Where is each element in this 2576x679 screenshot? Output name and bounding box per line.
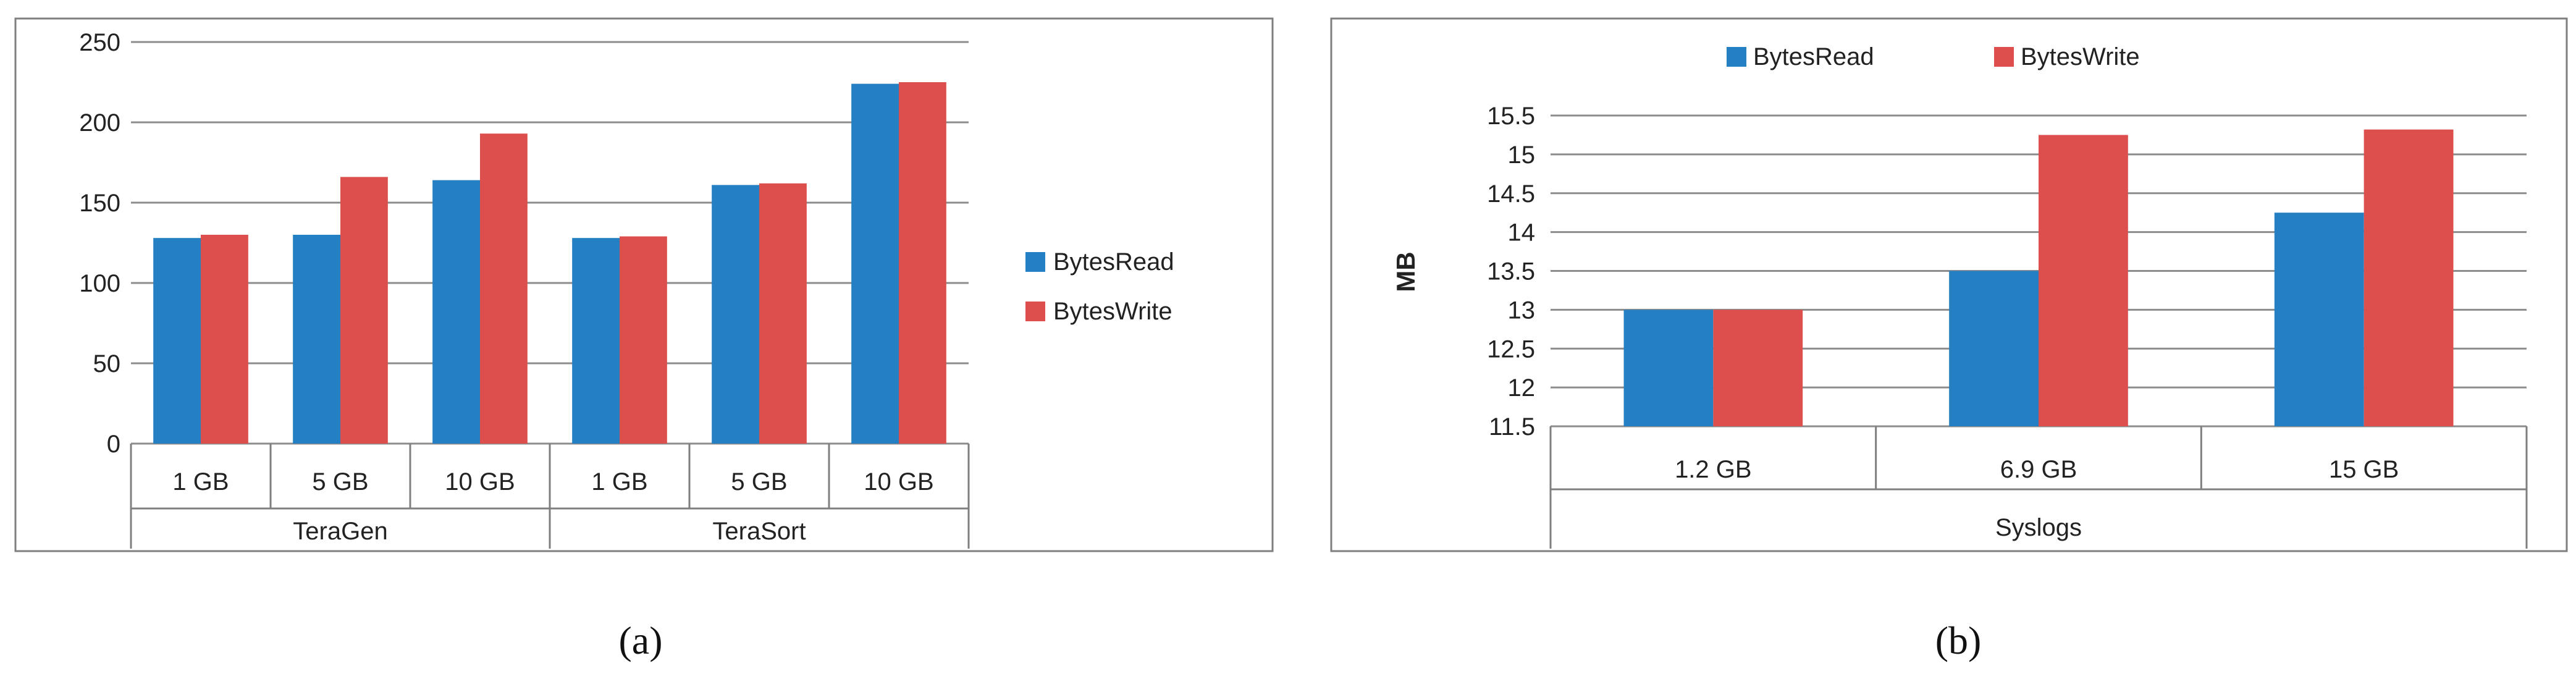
y-tick-label: 15.5 (1487, 103, 1535, 130)
chart-a-caption: (a) (618, 618, 662, 662)
x-tick-label: 10 GB (445, 468, 515, 496)
bar-byteswrite-2 (2039, 135, 2128, 426)
y-tick-label: 14 (1508, 219, 1536, 247)
bar-bytesread-5 (712, 185, 759, 444)
chart-b-y-axis-label: MB (1391, 251, 1420, 292)
x-tick-label: 1.2 GB (1675, 456, 1752, 483)
bar-byteswrite-3 (480, 133, 528, 444)
x-tick-label: 10 GB (864, 468, 933, 496)
group-label: Syslogs (1995, 514, 2082, 541)
chart-b-bars (1623, 129, 2454, 426)
x-tick-label: 1 GB (591, 468, 647, 496)
bar-bytesread-2 (293, 235, 340, 444)
y-tick-label: 100 (79, 270, 120, 297)
chart-a-legend-label-bytes-write: BytesWrite (1053, 298, 1172, 325)
y-tick-label: 200 (79, 109, 120, 137)
bar-bytesread-4 (572, 238, 620, 444)
chart-a-legend-swatch-bytes-read (1025, 252, 1045, 272)
chart-b-legend-label-bytes-write: BytesWrite (2021, 43, 2140, 70)
group-label: TeraGen (293, 518, 387, 545)
y-tick-label: 11.5 (1489, 413, 1535, 441)
bar-bytesread-2 (1949, 271, 2039, 426)
chart-a-legend: BytesRead BytesWrite (1025, 248, 1174, 325)
y-tick-label: 250 (79, 29, 120, 56)
bar-bytesread-6 (851, 83, 899, 444)
bar-byteswrite-1 (1713, 310, 1803, 426)
chart-a-category-axis: 1 GB 5 GB 10 GB TeraGen 1 GB 5 GB 10 GB TeraSor… (130, 444, 970, 549)
bar-byteswrite-6 (899, 82, 946, 444)
chart-a-legend-label-bytes-read: BytesRead (1053, 248, 1174, 276)
chart-b: BytesRead BytesWrite 11.51212.51313.5141… (1330, 17, 2568, 552)
chart-b-legend-label-bytes-read: BytesRead (1753, 43, 1874, 70)
y-tick-label: 12.5 (1487, 335, 1535, 363)
chart-b-legend-swatch-bytes-write (1994, 47, 2014, 67)
chart-b-legend-swatch-bytes-read (1727, 47, 1746, 67)
y-tick-label: 50 (93, 350, 121, 377)
chart-b-caption: (b) (1935, 618, 1982, 662)
y-tick-label: 13.5 (1487, 258, 1535, 285)
x-tick-label: 15 GB (2329, 456, 2399, 483)
chart-b-category-axis: 1.2 GB 6.9 GB 15 GB Syslogs (1549, 426, 2528, 549)
y-tick-label: 15 (1508, 141, 1536, 169)
y-tick-label: 150 (79, 190, 120, 217)
x-tick-label: 5 GB (312, 468, 368, 496)
bar-byteswrite-3 (2363, 129, 2454, 426)
bar-bytesread-1 (153, 238, 201, 444)
x-tick-label: 1 GB (172, 468, 229, 496)
chart-a-y-tick-labels: 0 50 100 150 200 250 (79, 29, 120, 458)
chart-b-y-tick-labels: 11.5 12 12.5 13 13.5 14 14.5 15 15.5 (1487, 103, 1535, 441)
bar-byteswrite-2 (340, 177, 388, 444)
y-tick-label: 13 (1508, 297, 1536, 324)
y-tick-label: 14.5 (1487, 180, 1535, 208)
x-tick-label: 5 GB (731, 468, 787, 496)
bar-byteswrite-4 (620, 236, 667, 444)
chart-a-legend-swatch-bytes-write (1025, 302, 1045, 321)
chart-a-bars (153, 82, 946, 444)
bar-byteswrite-5 (759, 183, 807, 444)
y-tick-label: 0 (107, 431, 120, 458)
bar-bytesread-3 (2274, 213, 2364, 426)
chart-b-legend: BytesRead BytesWrite (1727, 43, 2140, 70)
y-tick-label: 12 (1508, 374, 1536, 402)
bar-byteswrite-1 (201, 235, 248, 444)
x-tick-label: 6.9 GB (2000, 456, 2077, 483)
bar-bytesread-3 (432, 180, 480, 444)
bar-bytesread-1 (1623, 310, 1714, 426)
group-label: TeraSort (712, 518, 806, 545)
